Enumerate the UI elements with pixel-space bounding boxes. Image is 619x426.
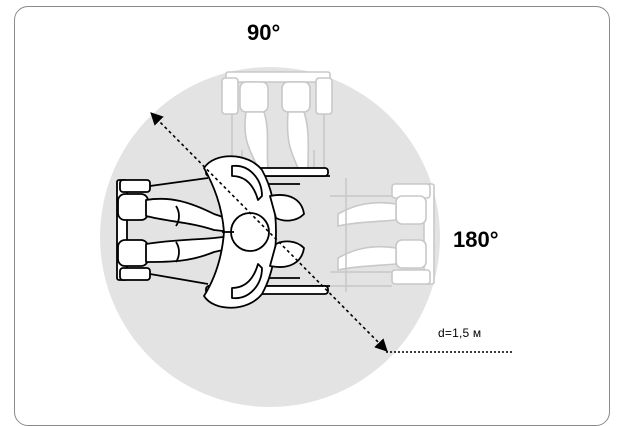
- angle-90-label: 90°: [247, 20, 281, 45]
- double-arrow-icon: [150, 112, 388, 352]
- diameter-label: d=1,5 м: [438, 326, 482, 340]
- angle-180-label: 180°: [453, 227, 499, 252]
